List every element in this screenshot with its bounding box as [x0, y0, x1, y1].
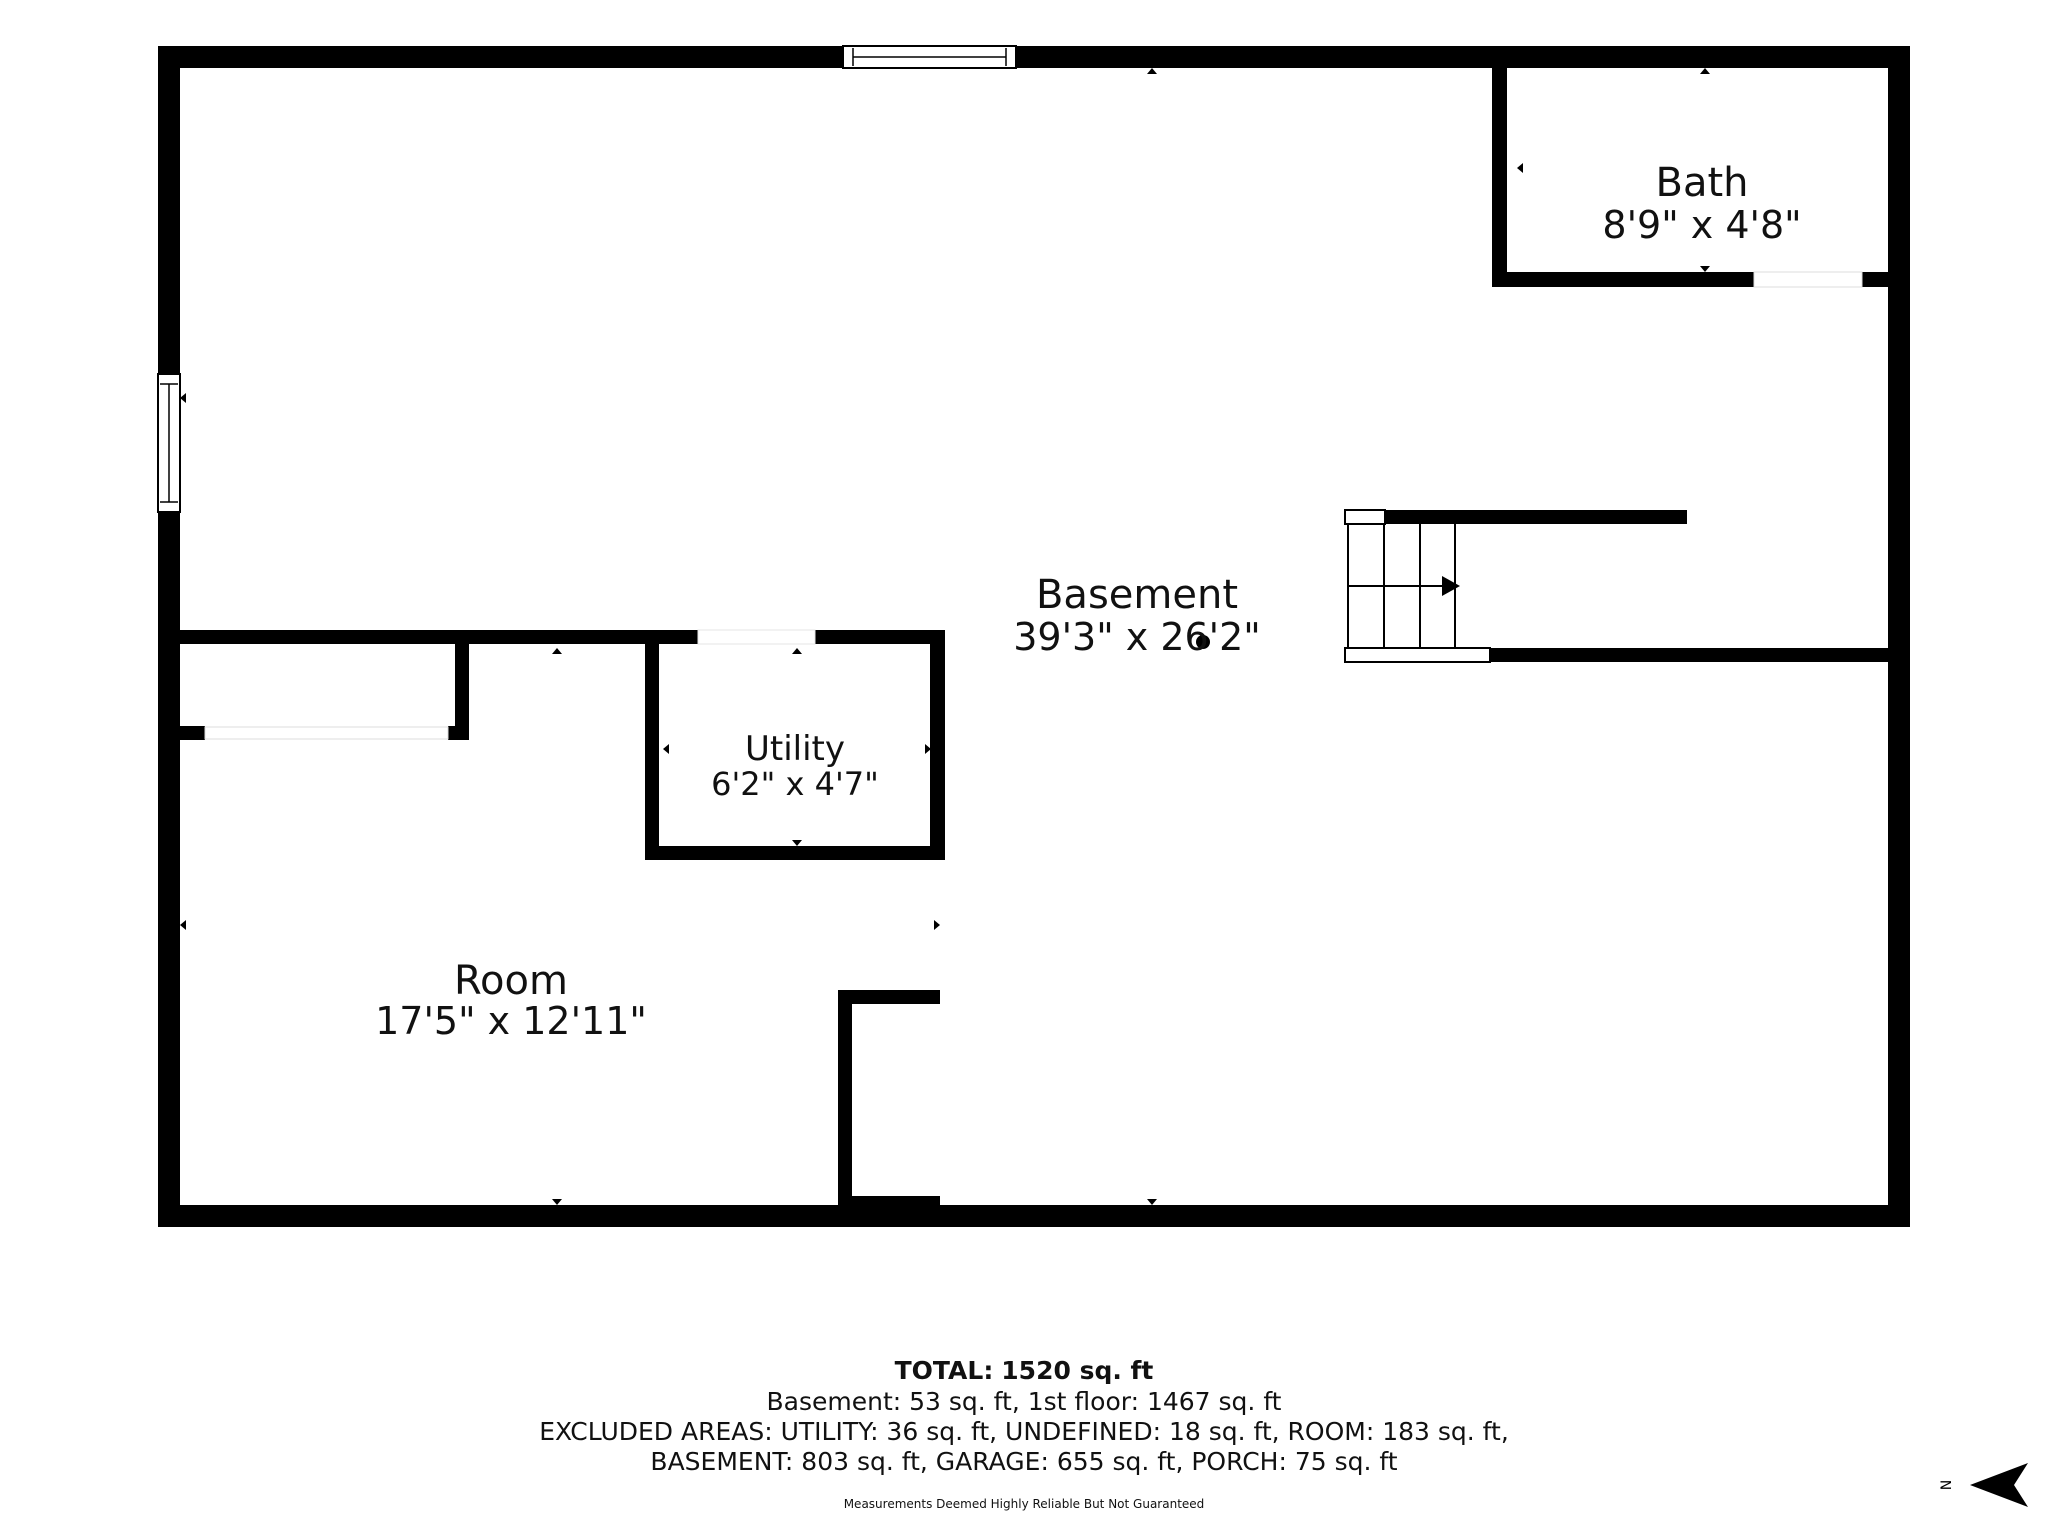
window-top — [842, 45, 1017, 69]
north-arrow-icon: N — [1939, 1463, 2028, 1507]
bath-name: Bath — [1656, 160, 1749, 206]
stairs — [1344, 509, 1890, 663]
measurement-markers — [180, 68, 1899, 1205]
window-left — [157, 373, 181, 513]
summary-total: TOTAL: 1520 sq. ft — [0, 1356, 2048, 1385]
wall-left-upper — [158, 46, 180, 374]
summary-line-1: Basement: 53 sq. ft, 1st floor: 1467 sq.… — [766, 1387, 1282, 1416]
summary-total-label: TOTAL: — [894, 1356, 994, 1385]
basement-name: Basement — [1036, 572, 1238, 618]
room-walls — [158, 630, 945, 740]
room-dims: 17'5" x 12'11" — [375, 999, 647, 1043]
wall-left-lower — [158, 512, 180, 1227]
summary-line-3: BASEMENT: 803 sq. ft, GARAGE: 655 sq. ft… — [650, 1447, 1398, 1476]
bath-walls — [1492, 60, 1892, 287]
room-name: Room — [454, 958, 568, 1004]
basement-dims: 39'3" x 26'2" — [1013, 615, 1261, 659]
wall-top-left — [158, 46, 848, 68]
outer-walls — [158, 46, 1910, 1227]
summary-line-2: EXCLUDED AREAS: UTILITY: 36 sq. ft, UNDE… — [539, 1417, 1509, 1446]
basement-marker-dot — [1196, 635, 1210, 649]
utility-name: Utility — [745, 729, 845, 769]
wall-right — [1888, 46, 1910, 1227]
wall-bottom — [158, 1205, 1910, 1227]
utility-door-opening — [697, 629, 816, 645]
utility-walls — [645, 630, 945, 860]
disclaimer: Measurements Deemed Highly Reliable But … — [843, 1497, 1205, 1511]
compass-label: N — [1939, 1480, 1955, 1490]
closet-door-opening — [204, 726, 449, 740]
wall-top-right — [1015, 46, 1910, 68]
summary-total-value: 1520 sq. ft — [1001, 1356, 1154, 1385]
utility-dims: 6'2" x 4'7" — [711, 765, 879, 803]
partition-walls — [838, 990, 940, 1220]
bath-door-opening — [1753, 271, 1863, 288]
stairs-direction-arrow — [1442, 576, 1460, 596]
bath-dims: 8'9" x 4'8" — [1602, 203, 1801, 247]
